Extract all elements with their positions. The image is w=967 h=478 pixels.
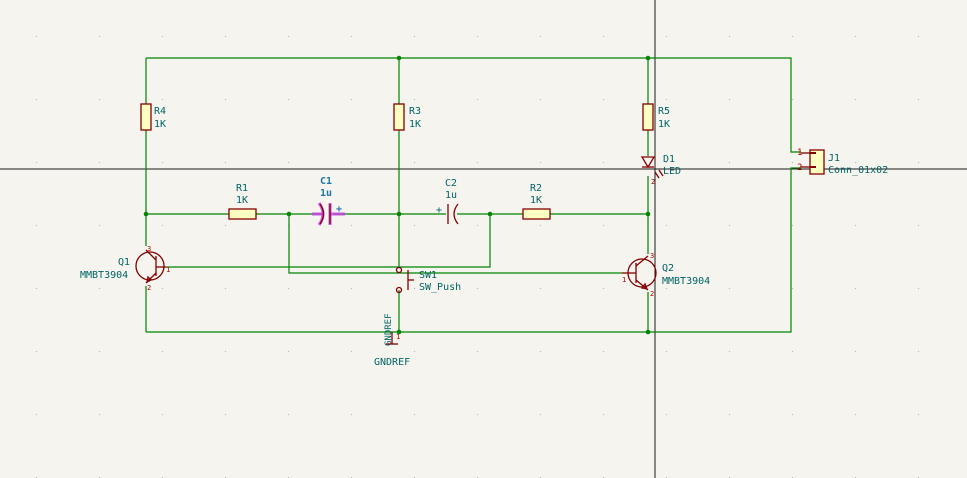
- d1-ref: D1: [663, 154, 675, 165]
- q2-pin-base: 1: [622, 276, 626, 284]
- d1-value: LED: [663, 166, 681, 177]
- junction: [143, 211, 149, 217]
- r5-ref: R5: [658, 106, 670, 117]
- led-triangle: [640, 156, 656, 169]
- j1-value: Conn_01x02: [828, 165, 888, 176]
- junction: [645, 329, 651, 335]
- j1-pin2-mark: [810, 166, 816, 168]
- led-arrow-1: [654, 171, 660, 179]
- q1-value: MMBT3904: [80, 270, 128, 281]
- r3-ref: R3: [409, 106, 421, 117]
- j1-pin-2: 2: [797, 163, 802, 173]
- q1-body: [135, 251, 165, 281]
- q1-pin-emitter: 2: [147, 284, 151, 292]
- resistor-body: [522, 208, 551, 220]
- q2-pin-emitter: 2: [650, 290, 654, 298]
- sw1-contact-bottom: [395, 286, 403, 294]
- resistor-r2[interactable]: R2 1K: [522, 183, 551, 220]
- q1-pin-collector: 3: [147, 245, 151, 253]
- capacitor-c1[interactable]: + C1 1u: [312, 176, 345, 226]
- transistor-q1[interactable]: 1 3 2 Q1 MMBT3904: [80, 245, 170, 292]
- junction: [396, 211, 402, 217]
- junction: [645, 55, 651, 61]
- sw1-contact-top: [395, 266, 403, 274]
- resistor-body: [393, 103, 405, 131]
- r1-value: 1K: [236, 195, 248, 206]
- q1-collector: [145, 249, 157, 261]
- gnd-vertical-label: GNDREF: [384, 313, 394, 346]
- wire-q1-base-loop[interactable]: [166, 214, 491, 268]
- gndref-symbol[interactable]: GNDREF 1 GNDREF: [374, 313, 410, 368]
- r1-ref: R1: [236, 183, 248, 194]
- q2-emitter-arrow: [640, 282, 649, 290]
- r2-value: 1K: [530, 195, 542, 206]
- q1-pin-base: 1: [166, 266, 170, 274]
- resistor-r3[interactable]: R3 1K: [393, 103, 421, 131]
- c2-curved-plate: [453, 203, 459, 225]
- wire-top-rail[interactable]: [146, 57, 801, 153]
- junction: [396, 55, 402, 61]
- d1-pin-anode: 2: [651, 178, 655, 186]
- q1-ref: Q1: [118, 257, 130, 268]
- junction: [645, 211, 651, 217]
- c1-value: 1u: [320, 188, 332, 199]
- q2-pin-collector: 3: [650, 252, 654, 260]
- q2-ref: Q2: [662, 263, 674, 274]
- j1-pin-1: 1: [797, 148, 802, 158]
- wire-bottom-rail[interactable]: [146, 167, 801, 333]
- r5-value: 1K: [658, 119, 670, 130]
- j1-ref: J1: [828, 153, 840, 164]
- junction: [487, 211, 493, 217]
- c2-plus: +: [436, 205, 442, 216]
- gnd-pin: 1: [396, 333, 400, 341]
- resistor-body: [228, 208, 257, 220]
- transistor-q2[interactable]: 1 3 2 Q2 MMBT3904: [622, 252, 710, 298]
- resistor-r1[interactable]: R1 1K: [228, 183, 257, 220]
- r4-value: 1K: [154, 119, 166, 130]
- sw1-value: SW_Push: [419, 282, 461, 293]
- gnd-label: GNDREF: [374, 357, 410, 368]
- capacitor-c2[interactable]: + C2 1u: [436, 178, 459, 225]
- r4-ref: R4: [154, 106, 166, 117]
- sw1-ref: SW1: [419, 270, 437, 281]
- resistor-r4[interactable]: R4 1K: [140, 103, 166, 131]
- c2-ref: C2: [445, 178, 457, 189]
- q2-collector: [635, 255, 649, 267]
- junctions: [143, 55, 651, 335]
- junction: [286, 211, 292, 217]
- resistor-body: [140, 103, 152, 131]
- switch-sw1[interactable]: SW1 SW_Push: [395, 266, 462, 294]
- junction: [396, 329, 402, 335]
- resistor-body: [642, 103, 654, 131]
- c1-plus: +: [336, 204, 342, 215]
- r3-value: 1K: [409, 119, 421, 130]
- c1-ref: C1: [320, 176, 332, 187]
- q1-emitter-arrow: [146, 275, 153, 284]
- r2-ref: R2: [530, 183, 542, 194]
- wire-q2-base-loop[interactable]: [288, 214, 622, 274]
- q2-value: MMBT3904: [662, 276, 710, 287]
- resistor-r5[interactable]: R5 1K: [642, 103, 670, 131]
- j1-pin1-mark: [810, 152, 816, 154]
- c1-curved-plate: [319, 203, 325, 225]
- led-arrow-2: [658, 169, 664, 177]
- led-d1[interactable]: 2 D1 LED: [640, 154, 681, 186]
- c2-value: 1u: [445, 190, 457, 201]
- connector-j1[interactable]: 1 2 J1 Conn_01x02: [797, 148, 888, 176]
